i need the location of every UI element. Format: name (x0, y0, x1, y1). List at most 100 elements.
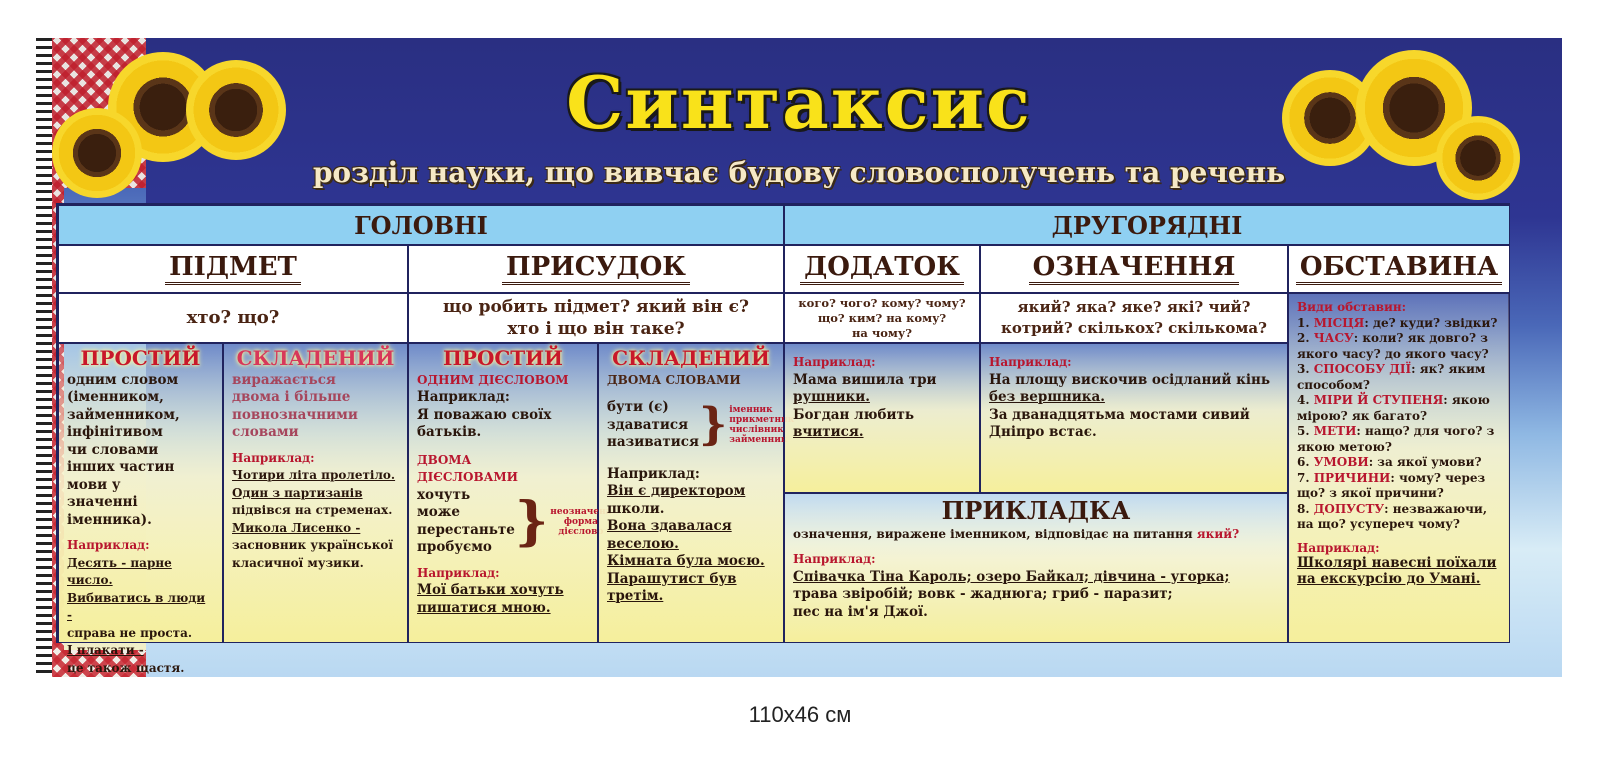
adverbial-type-number: 1. (1297, 315, 1314, 330)
subject-simple-text: одним словом (67, 371, 179, 388)
poster-size-label: 110х46 см (748, 702, 852, 727)
column-adverbial: ОБСТАВИНА (1288, 245, 1510, 293)
adverbial-type-item: 2. ЧАСУ: коли? як довго? з якого часу? д… (1297, 331, 1501, 362)
adverbial-type-item: 6. УМОВИ: за якої умови? (1297, 455, 1501, 471)
example-line: трава звіробій; вовк - жаднюга; гриб - п… (793, 586, 1173, 602)
adverbial-type-name: МЕТИ (1313, 424, 1357, 438)
object-question: кого? чого? кому? чому? що? ким? на кому… (784, 293, 980, 343)
adverbial-type-number: 2. (1297, 331, 1314, 345)
verb-item: хочуть (417, 486, 471, 503)
example-line: Микола Лисенко - (232, 520, 361, 535)
verb-item: бути (є) (607, 399, 669, 415)
predicate-simple-subheading-2: ДІЄСЛОВАМИ (417, 470, 518, 484)
subject-simple-text: чи словами (67, 441, 159, 458)
modal-verbs-group: хочуть може перестаньте пробуємо } неозн… (417, 487, 612, 557)
example-label: Наприклад: (1297, 540, 1380, 555)
adverbial-types-list: 1. МІСЦЯ: де? куди? звідки?2. ЧАСУ: коли… (1297, 316, 1501, 533)
verb-item: може (417, 504, 460, 520)
adverbial-type-item: 4. МІРИ Й СТУПЕНЯ: якою мірою? як багато… (1297, 393, 1501, 424)
verb-item: називатися (607, 434, 699, 450)
example-line: справа не проста. (67, 625, 193, 640)
page-title: Синтаксис (566, 60, 1032, 145)
adverbial-type-question: : за якої умови? (1368, 455, 1482, 469)
predicate-compound-heading: СКЛАДЕНИЙ (612, 346, 770, 370)
example-line: вчитися. (793, 424, 864, 440)
example-line: І плакати - (67, 643, 144, 657)
example-line: пес на ім'я Джої. (793, 603, 928, 620)
apposition-cell: ПРИКЛАДКА означення, виражене іменником,… (784, 493, 1288, 643)
brace-icon: } (514, 490, 549, 552)
subject-compound-text: виражається (232, 371, 336, 388)
note-line: числівник (729, 425, 784, 436)
adverbial-type-number: 5. (1297, 424, 1314, 438)
note-line: форма (563, 516, 598, 527)
apposition-definition-text: означення, виражене іменником, відповіда… (793, 526, 1193, 541)
column-attribute: ОЗНАЧЕННЯ (980, 245, 1288, 293)
subject-simple-text: інших частин (67, 459, 175, 475)
attribute-question: який? яка? яке? які? чий? котрий? скільк… (980, 293, 1288, 343)
column-object-label: ДОДАТОК (800, 252, 964, 285)
object-question-3: на чому? (851, 326, 913, 340)
adverbial-type-name: СПОСОБУ ДІЇ (1313, 362, 1412, 376)
adverbial-type-number: 6. (1297, 455, 1314, 469)
ornament-edge (36, 38, 52, 677)
syntax-table: ГОЛОВНІ ДРУГОРЯДНІ ПІДМЕТ ПРИСУДОК ДОДАТ… (56, 203, 1510, 675)
example-line: Вибиватись в люди - (67, 590, 206, 623)
subject-simple-text: значенні (67, 494, 138, 510)
adverbial-cell: Види обставин: 1. МІСЦЯ: де? куди? звідк… (1288, 293, 1510, 643)
subject-simple-cell: ПРОСТИЙ одним словом (іменником, займенн… (58, 343, 223, 675)
adverbial-type-name: ПРИЧИНИ (1313, 470, 1391, 485)
note-line: дієслово (558, 526, 604, 537)
adverbial-type-question: : якою мірою? як багато? (1297, 393, 1490, 423)
example-line: третім. (607, 588, 664, 604)
link-verbs-group: бути (є) здаватися називатися } іменник … (607, 399, 794, 452)
poster: Синтаксис розділ науки, що вивчає будову… (36, 38, 1562, 677)
predicate-compound-cell: СКЛАДЕНИЙ ДВОМА СЛОВАМИ бути (є) здавати… (598, 343, 794, 643)
attribute-question-2: котрий? скількох? скількома? (1001, 319, 1267, 337)
verb-item: здаватися (607, 416, 689, 433)
example-line: Богдан любить (793, 406, 915, 423)
subject-simple-text: мови у (67, 476, 121, 493)
example-line: Чотири літа пролетіло. (232, 468, 396, 482)
attribute-question-1: який? яка? яке? які? чий? (1017, 298, 1251, 316)
verb-item: пробуємо (417, 539, 492, 555)
example-line: Десять - парне число. (67, 555, 172, 588)
adverbial-type-item: 5. МЕТИ: нащо? для чого? з якою метою? (1297, 424, 1501, 455)
example-line: Вона здавалася (607, 518, 732, 534)
adverbial-type-question: : коли? як довго? з якого часу? до якого… (1297, 331, 1489, 361)
adverbial-type-name: ДОПУСТУ (1313, 501, 1385, 516)
adverbial-types-label: Види обставин: (1297, 300, 1407, 314)
apposition-heading: ПРИКЛАДКА (941, 496, 1131, 525)
adverbial-type-number: 7. (1297, 470, 1314, 485)
note-line: іменник (729, 405, 773, 416)
adverbial-type-number: 3. (1297, 362, 1314, 376)
example-line: пишатися мною. (417, 599, 551, 616)
object-question-2: що? ким? на кому? (817, 311, 947, 325)
predicate-simple-heading: ПРОСТИЙ (443, 346, 563, 370)
adverbial-type-item: 8. ДОПУСТУ: незважаючи, на що? усупереч … (1297, 502, 1501, 533)
verb-item: перестаньте (417, 521, 515, 538)
subject-compound-cell: СКЛАДЕНИЙ виражається двома і більше пов… (223, 343, 408, 643)
note-line: прикметник (729, 415, 795, 426)
modal-verbs-list: хочуть може перестаньте пробуємо (417, 487, 515, 557)
infinitive-note: неозначена форма дієслово (550, 507, 611, 537)
example-line: За дванадцятьма мостами сивий (989, 406, 1250, 423)
sunflower-icon (1436, 116, 1520, 200)
subject-question: хто? що? (58, 293, 408, 343)
example-line: Школярі навесні поїхали (1297, 555, 1497, 571)
sunflower-icon (186, 60, 286, 160)
example-line: без вершника. (989, 389, 1105, 405)
predicate-compound-subheading: ДВОМА СЛОВАМИ (607, 372, 741, 387)
example-line: Він є директором (607, 483, 746, 499)
example-line: це також щастя. (67, 660, 185, 675)
note-line: неозначена (550, 506, 612, 517)
example-line: Мама вишила три (793, 371, 937, 388)
example-line: веселою. (607, 535, 679, 552)
column-attribute-label: ОЗНАЧЕННЯ (1028, 252, 1240, 285)
adverbial-type-name: ЧАСУ (1313, 331, 1354, 345)
predicate-simple-cell: ПРОСТИЙ ОДНИМ ДІЄСЛОВОМ Наприклад: Я пов… (408, 343, 612, 643)
example-line: Мої батьки хочуть (417, 582, 564, 598)
object-question-1: кого? чого? кому? чому? (798, 296, 966, 310)
example-line: На площу вискочив осідланий кінь (989, 371, 1271, 388)
predicate-simple-subheading-2: ДВОМА (417, 452, 472, 467)
